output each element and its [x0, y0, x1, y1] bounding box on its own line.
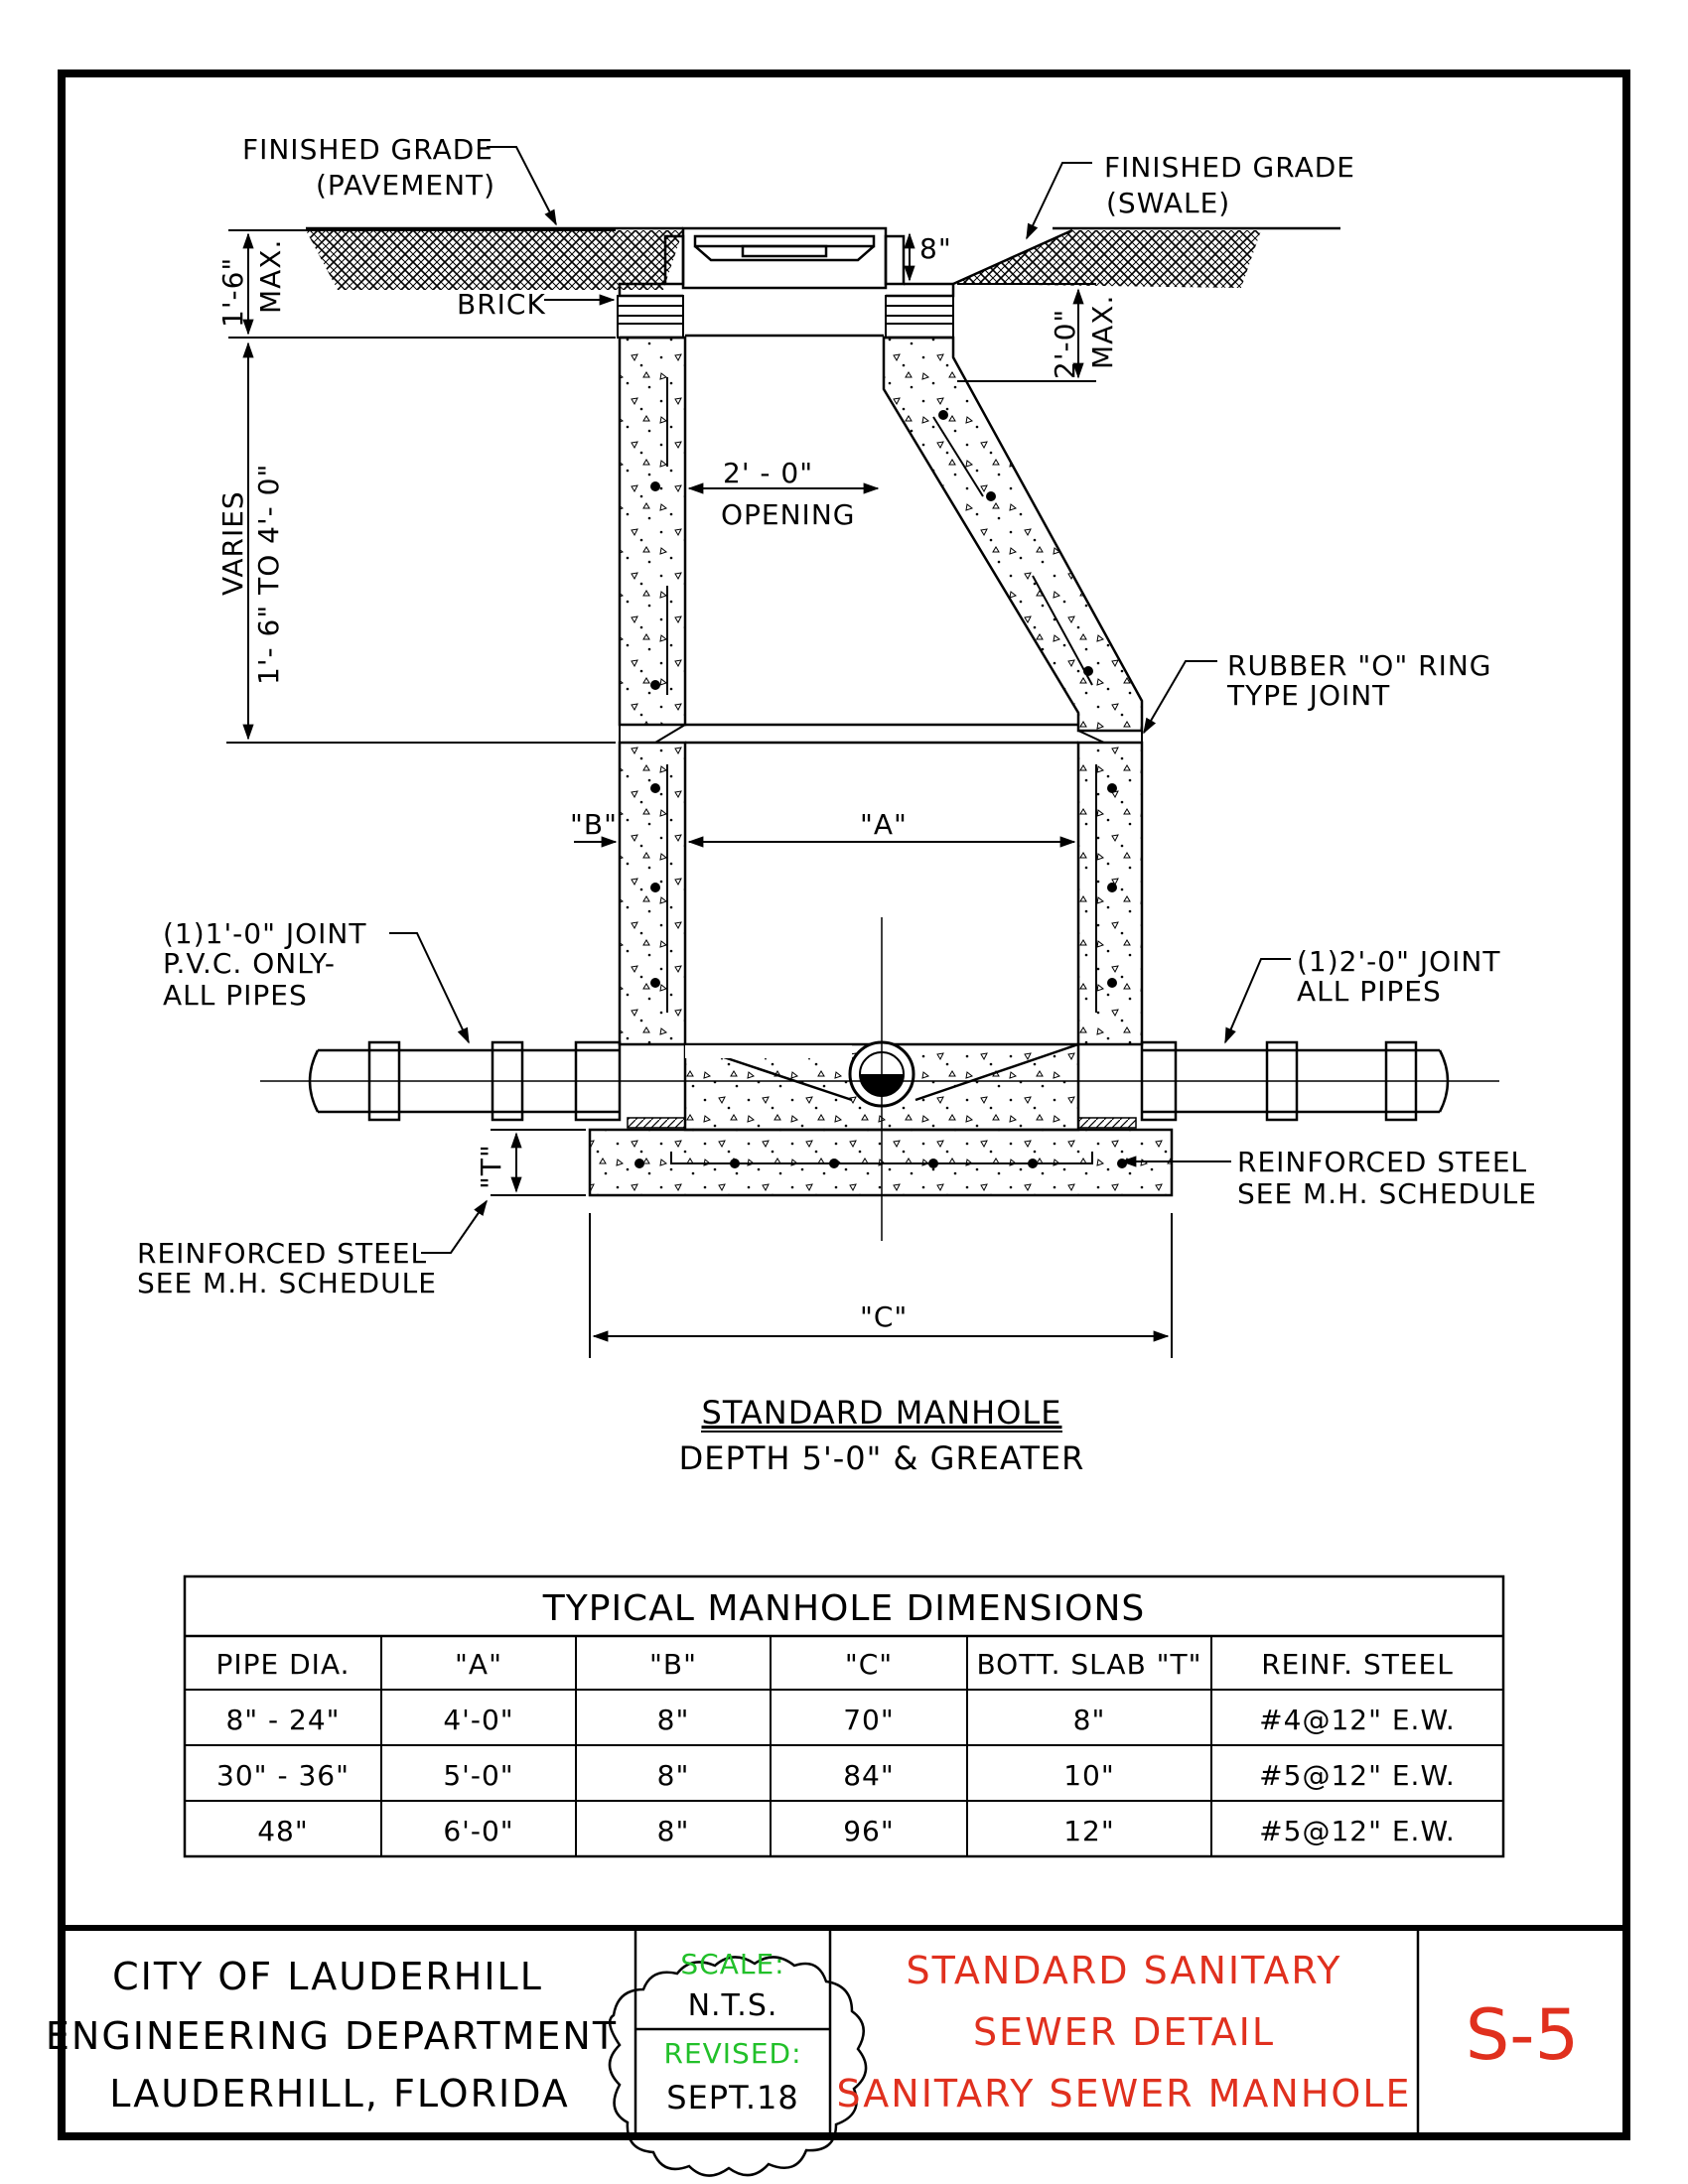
detail-title-2: SEWER DETAIL [973, 2010, 1275, 2054]
label-finished-grade-swale: FINISHED GRADE [1104, 151, 1355, 184]
scale-value: N.T.S. [688, 1988, 778, 2023]
label-varies: VARIES [216, 490, 249, 596]
table-cell: 12" [1063, 1815, 1115, 1847]
label-opening: OPENING [721, 498, 855, 531]
table-cell: #5@12" E.W. [1259, 1815, 1456, 1847]
table-cell: 6'-0" [443, 1815, 513, 1847]
table-cell: 10" [1063, 1759, 1115, 1792]
table-row: 30" - 36" 5'-0" 8" 84" 10" #5@12" E.W. [216, 1759, 1456, 1792]
dimensions-table: TYPICAL MANHOLE DIMENSIONS PIPE DIA. "A"… [183, 1574, 1505, 1858]
drawing-subtitle: DEPTH 5'-0" & GREATER [679, 1439, 1085, 1477]
manhole-barrel [618, 741, 1144, 1046]
label-joint-left-2: P.V.C. ONLY- [163, 947, 336, 980]
label-finished-grade-pavement: FINISHED GRADE [242, 133, 493, 166]
table-title: TYPICAL MANHOLE DIMENSIONS [542, 1588, 1146, 1629]
revision-cloud [608, 1956, 868, 2177]
dimension-lines [226, 146, 1291, 1358]
table-cell: #4@12" E.W. [1259, 1704, 1456, 1736]
scale-label: SCALE: [680, 1948, 784, 1980]
drawing-title: STANDARD MANHOLE [702, 1394, 1062, 1432]
table-cell: 4'-0" [443, 1704, 513, 1736]
label-joint-left-1: (1)1'-0" JOINT [163, 917, 366, 950]
label-rubber-ring: RUBBER "O" RING [1227, 649, 1491, 682]
table-cell: 8" - 24" [225, 1704, 340, 1736]
org-location: LAUDERHILL, FLORIDA [109, 2072, 570, 2116]
table-cell: 8" [657, 1815, 690, 1847]
table-header-cell: BOTT. SLAB "T" [976, 1648, 1201, 1681]
org-name: CITY OF LAUDERHILL [112, 1955, 543, 1998]
label-joint-left-3: ALL PIPES [163, 979, 308, 1012]
sheet-number: S-5 [1466, 1994, 1579, 2076]
drawing-labels: FINISHED GRADE (PAVEMENT) FINISHED GRADE… [137, 133, 1537, 1333]
table-cell: 70" [843, 1704, 895, 1736]
table-cell: 8" [1073, 1704, 1106, 1736]
table-cell: 5'-0" [443, 1759, 513, 1792]
sheet-border [58, 69, 1630, 2140]
table-header-cell: REINF. STEEL [1261, 1648, 1454, 1681]
table-row: 48" 6'-0" 8" 96" 12" #5@12" E.W. [257, 1815, 1456, 1847]
label-dim-1-6: 1'-6" [216, 257, 249, 328]
label-swale: (SWALE) [1106, 187, 1230, 219]
brick-courses [617, 295, 954, 339]
table-cell: 84" [843, 1759, 895, 1792]
table-header-cell: "B" [649, 1648, 697, 1681]
label-opening-dim: 2' - 0" [723, 457, 813, 489]
label-reinf-right-2: SEE M.H. SCHEDULE [1237, 1177, 1537, 1210]
label-dim-8: 8" [919, 232, 952, 265]
table-header-cell: "C" [845, 1648, 893, 1681]
table-cell: 96" [843, 1815, 895, 1847]
manhole-base [588, 1042, 1174, 1197]
revised-value: SEPT.18 [666, 2079, 798, 2116]
label-reinf-left-1: REINFORCED STEEL [137, 1237, 427, 1270]
label-joint-right-1: (1)2'-0" JOINT [1297, 945, 1500, 978]
label-brick: BRICK [457, 288, 546, 321]
label-reinf-right-1: REINFORCED STEEL [1237, 1146, 1527, 1178]
table-header-cell: PIPE DIA. [216, 1648, 351, 1681]
detail-title-1: STANDARD SANITARY [906, 1949, 1341, 1992]
table-row: 8" - 24" 4'-0" 8" 70" 8" #4@12" E.W. [225, 1704, 1456, 1736]
manhole-cone [618, 334, 1144, 745]
ground-right [952, 226, 1340, 288]
label-dim-c: "C" [860, 1300, 908, 1333]
table-header-cell: "A" [455, 1648, 502, 1681]
table-header-row: PIPE DIA. "A" "B" "C" BOTT. SLAB "T" REI… [216, 1648, 1454, 1681]
label-type-joint: TYPE JOINT [1226, 679, 1390, 712]
label-joint-right-2: ALL PIPES [1297, 975, 1442, 1008]
table-cell: 30" - 36" [216, 1759, 350, 1792]
table-cell: 8" [657, 1759, 690, 1792]
label-max-right: MAX. [1086, 295, 1119, 369]
table-cell: 8" [657, 1704, 690, 1736]
label-varies-range: 1'- 6" TO 4'- 0" [252, 464, 285, 685]
ground-left [306, 226, 683, 290]
title-block: CITY OF LAUDERHILL ENGINEERING DEPARTMEN… [46, 1925, 1626, 2177]
revised-label: REVISED: [663, 2037, 801, 2070]
label-max-left: MAX. [254, 239, 287, 314]
label-dim-a: "A" [860, 808, 908, 841]
detail-title-3: SANITARY SEWER MANHOLE [836, 2072, 1411, 2116]
label-dim-b: "B" [570, 808, 618, 841]
label-dim-t: "T" [475, 1144, 507, 1189]
label-dim-2-0: 2'-0" [1049, 309, 1081, 379]
org-department: ENGINEERING DEPARTMENT [46, 2014, 618, 2058]
label-pavement: (PAVEMENT) [316, 169, 495, 202]
table-cell: #5@12" E.W. [1259, 1759, 1456, 1792]
table-cell: 48" [257, 1815, 309, 1847]
label-reinf-left-2: SEE M.H. SCHEDULE [137, 1267, 437, 1299]
